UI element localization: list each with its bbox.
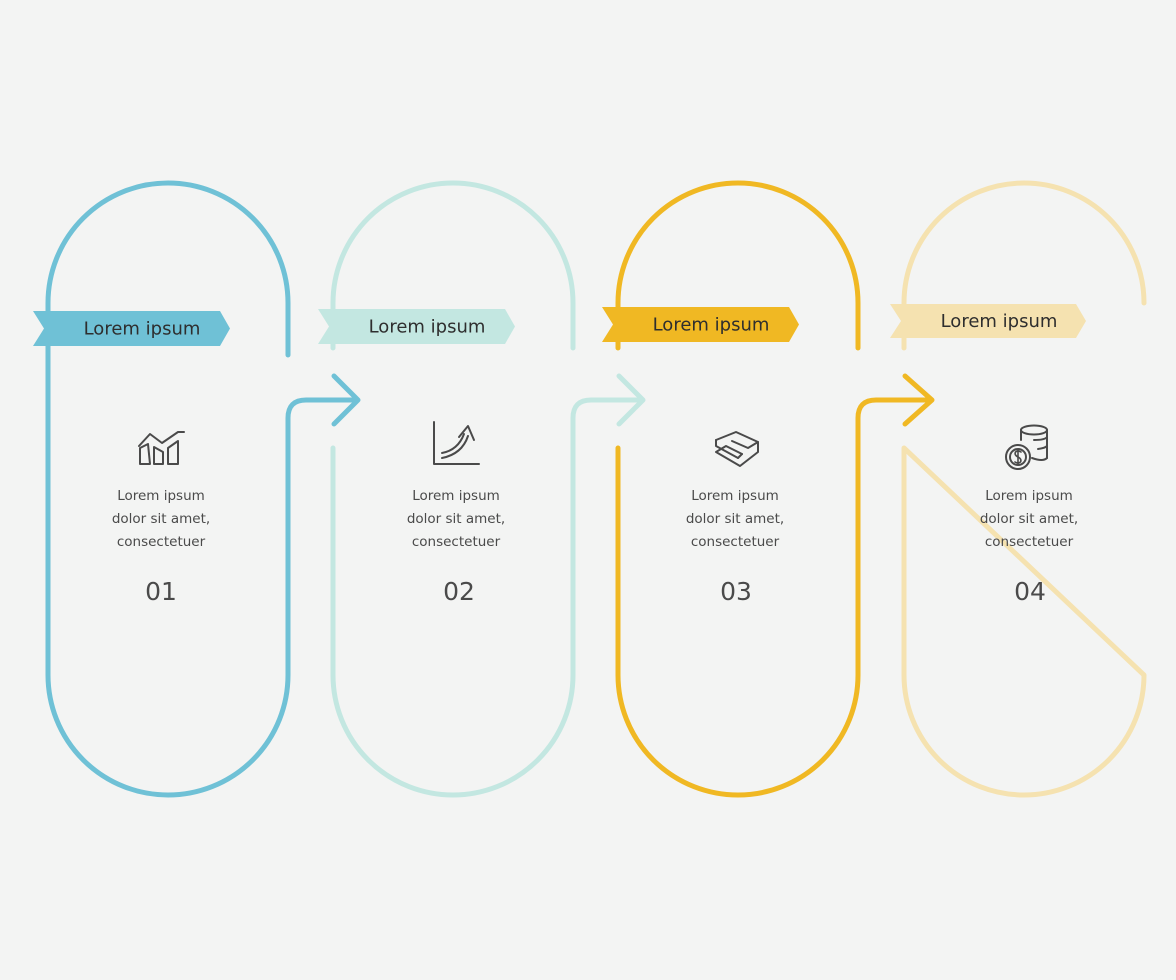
step-2-desc-line-3: consectetuer (412, 534, 501, 550)
step-2-ribbon (318, 309, 515, 344)
step-1-loop-outline (45, 180, 361, 798)
bar-chart-trend-icon (138, 431, 185, 465)
step-3-ribbon (602, 307, 799, 342)
step-2-desc-line-2: dolor sit amet, (407, 511, 505, 527)
step-4-number: 04 (1014, 577, 1046, 606)
step-1-desc-line-3: consectetuer (117, 534, 206, 550)
step-1-number: 01 (145, 577, 177, 606)
step-4-loop-outline (901, 180, 1147, 798)
step-4-desc-line-3: consectetuer (985, 534, 1074, 550)
step-1-desc-line-1: Lorem ipsum (117, 488, 205, 504)
step-1: Lorem ipsum Lorem ipsum dolor sit amet, … (33, 180, 361, 798)
step-2-desc-line-1: Lorem ipsum (412, 488, 500, 504)
step-4: Lorem ipsum Lorem ipsum dolor sit amet, … (890, 180, 1147, 798)
step-3-number: 03 (720, 577, 752, 606)
step-4-desc-line-1: Lorem ipsum (985, 488, 1073, 504)
step-3-desc-line-2: dolor sit amet, (686, 511, 784, 527)
step-2-loop-outline (330, 180, 646, 798)
step-2: Lorem ipsum Lorem ipsum dolor sit amet, … (318, 180, 646, 798)
growth-arrow-chart-icon (433, 421, 480, 465)
step-3-desc-line-1: Lorem ipsum (691, 488, 779, 504)
step-3-desc-line-3: consectetuer (691, 534, 780, 550)
step-4-title: Lorem ipsum (941, 311, 1058, 332)
step-3: Lorem ipsum Lorem ipsum dolor sit amet, … (602, 180, 935, 798)
step-1-desc-line-2: dolor sit amet, (112, 511, 210, 527)
step-2-number: 02 (443, 577, 475, 606)
step-4-desc-line-2: dolor sit amet, (980, 511, 1078, 527)
step-1-title: Lorem ipsum (84, 319, 201, 340)
step-4-ribbon (890, 304, 1086, 338)
handshake-icon (715, 431, 759, 467)
step-3-title: Lorem ipsum (653, 315, 770, 336)
step-2-title: Lorem ipsum (369, 317, 486, 338)
step-1-ribbon (33, 311, 230, 346)
coins-dollar-icon (1005, 424, 1048, 470)
step-3-loop-outline (615, 180, 935, 798)
